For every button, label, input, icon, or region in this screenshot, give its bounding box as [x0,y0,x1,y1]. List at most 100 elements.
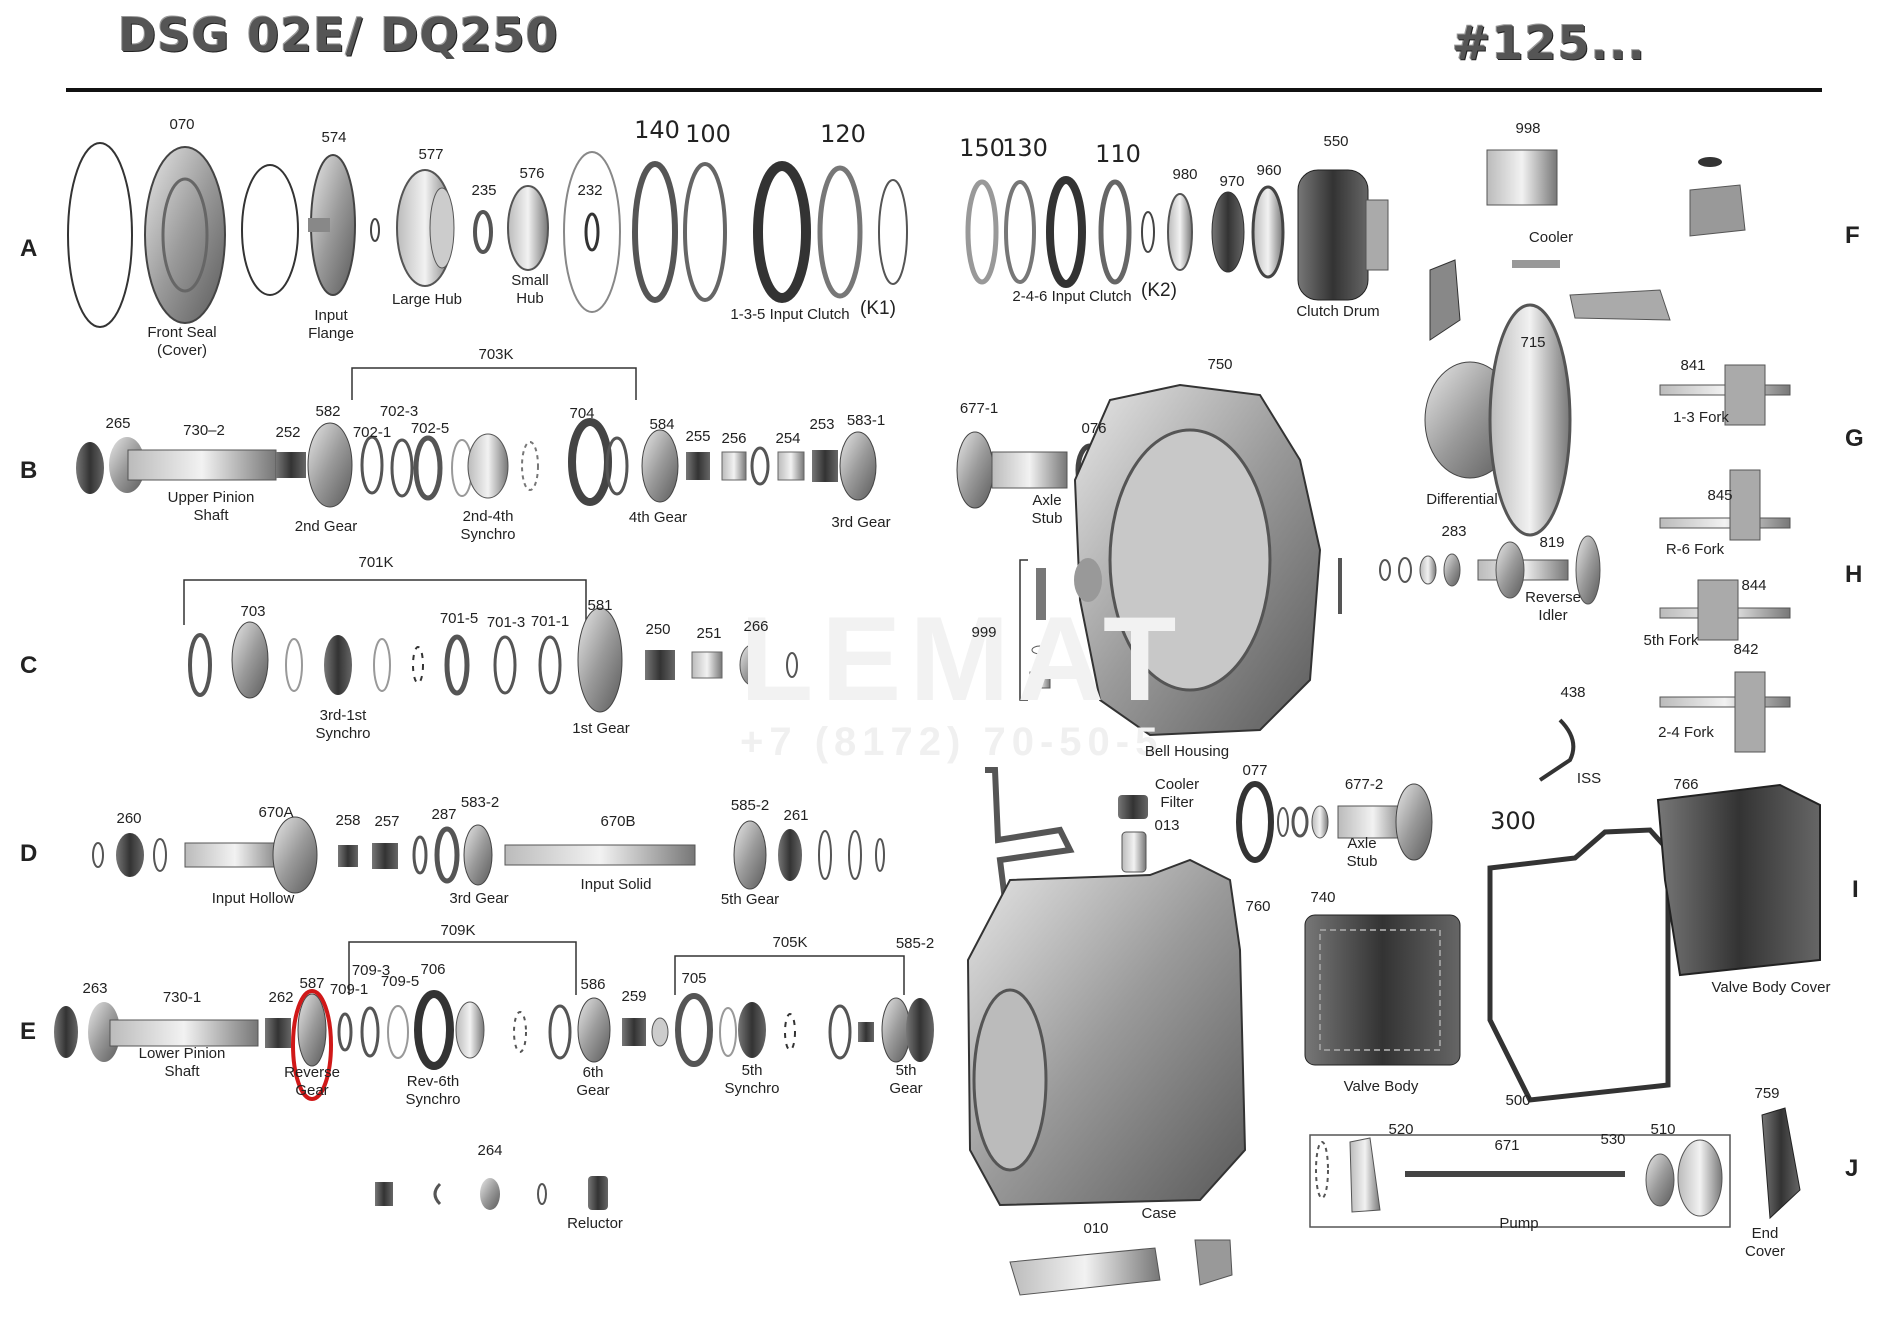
part-label: ISS [1576,770,1602,787]
part-label: 576 [519,165,545,182]
part-label: Valve Body Cover [1711,979,1831,996]
part-label: 077 [1242,762,1268,779]
watermark-phone: +7 (8172) 70-50-5 [740,720,1164,764]
part-label: 262 [268,989,294,1006]
row-label: G [1845,425,1864,452]
clutch-plate [632,161,678,303]
part-label: 998 [1515,120,1541,137]
upper-pinion-shaft [127,449,277,481]
part-label: Shaft [193,507,229,524]
part-label: 970 [1219,173,1245,190]
part-label: 819 [1539,534,1565,551]
part-label: Shaft [164,1063,200,1080]
part-label: 5th Gear [720,891,780,908]
part-label: 550 [1323,133,1349,150]
clutch-plate [1098,179,1132,285]
2nd-gear [307,422,353,508]
part-label: Flange [308,325,354,342]
part-label: 253 [809,416,835,433]
part-label: (K1) [860,298,896,319]
part-label: 587 [299,975,325,992]
row-label: B [20,457,38,484]
part-label: Case [1141,1205,1177,1222]
part-label: 1st Gear [572,720,630,737]
part-label: 677-2 [1344,776,1384,793]
clutch-drum [1297,169,1369,301]
part-label: Pump [1499,1215,1539,1232]
row-label: J [1845,1155,1859,1182]
snap-ring [67,142,133,328]
part-label: Small [511,272,549,289]
cooler [1486,149,1558,206]
part-label: 010 [1083,1220,1109,1237]
part-label: 845 [1707,487,1733,504]
part-label: 263 [82,980,108,997]
part-label: Lower Pinion [138,1045,226,1062]
snap-ring [241,164,299,296]
part-label: 701-3 [486,614,526,631]
part-label: 585-2 [730,797,770,814]
part-label: 256 [721,430,747,447]
part-label: 702-1 [352,424,392,441]
part-label: 709-1 [329,981,369,998]
part-label: 750 [1207,356,1233,373]
part-label: 261 [783,807,809,824]
part-label: 577 [418,146,444,163]
part-label: 585-2 [895,935,935,952]
part-label: 266 [743,618,769,635]
1st-gear [577,607,623,713]
part-label: Cover [1744,1243,1786,1260]
part-label: Hub [516,290,544,307]
part-label: 3rd-1st [319,707,367,724]
part-label: 759 [1754,1085,1780,1102]
part-label: 584 [649,416,675,433]
small-hub [507,185,549,271]
part-label: 5th [895,1062,917,1079]
valve-body-gasket [1487,827,1671,1103]
part-label: 705 [681,970,707,987]
part-label: 671 [1494,1137,1520,1154]
part-label: 730–2 [183,422,225,439]
row-label: I [1852,876,1859,903]
part-label: Cooler [1154,776,1200,793]
part-label: 715 [1520,334,1546,351]
part-label: R-6 Fork [1665,541,1725,558]
row-label: C [20,652,38,679]
part-label: Reluctor [567,1215,623,1232]
page-title: DSG 02E/ DQ250 [118,8,559,62]
part-label: 841 [1680,357,1706,374]
part-label: 264 [477,1142,503,1159]
part-label: Axle [1032,492,1062,509]
part-label: Axle [1347,835,1377,852]
part-label: Cooler [1528,229,1574,246]
row-label: F [1845,222,1860,249]
part-label: Filter [1160,794,1194,811]
part-label: Reverse [284,1064,340,1081]
clutch-pack [1046,176,1086,288]
part-label: 258 [335,812,361,829]
valve-body-cover [1656,783,1821,977]
part-label: 586 [580,976,606,993]
part-label: Large Hub [391,291,463,308]
part-label: 283 [1441,523,1467,540]
part-label: 709-5 [380,973,420,990]
part-label: End [1751,1225,1779,1242]
part-label: 250 [645,621,671,638]
part-label: 766 [1673,776,1699,793]
part-label: Clutch Drum [1296,303,1380,320]
part-label: 705K [772,934,808,951]
part-label: 255 [685,428,711,445]
part-label: Upper Pinion [167,489,255,506]
part-label: Synchro [315,725,371,742]
part-label: 100 [685,120,731,148]
part-label: Gear [889,1080,923,1097]
part-label: 703K [478,346,514,363]
part-label: 999 [971,624,997,641]
part-label: Synchro [724,1080,780,1097]
part-label: 4th Gear [628,509,688,526]
row-label: D [20,840,38,867]
part-label: 701K [358,554,394,571]
part-label: Synchro [405,1091,461,1108]
part-label: 704 [569,405,595,422]
part-label: 287 [431,806,457,823]
